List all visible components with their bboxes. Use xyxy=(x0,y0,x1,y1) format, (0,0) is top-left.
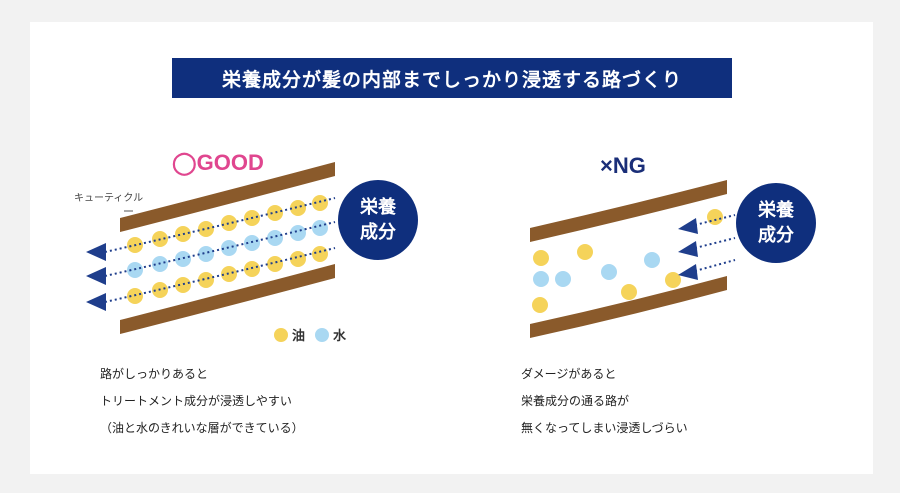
water-dot xyxy=(267,230,283,246)
cuticle-layer-top xyxy=(530,180,727,242)
good-desc-line: 路がしっかりあると xyxy=(100,367,209,381)
ng-hair-diagram: 栄養 成分 xyxy=(530,180,816,338)
page-title: 栄養成分が髪の内部までしっかり浸透する路づくり xyxy=(221,68,682,91)
oil-dot xyxy=(267,205,283,221)
badge-line2: 成分 xyxy=(758,224,794,246)
oil-dot-icon xyxy=(274,327,288,342)
cuticle-layer-bottom xyxy=(120,264,335,334)
oil-dot xyxy=(290,200,306,216)
oil-dot xyxy=(312,246,328,262)
good-desc-line: トリートメント成分が浸透しやすい xyxy=(100,394,292,408)
arrow-head-icon xyxy=(86,243,106,261)
ng-desc-line: 栄養成分の通る路が xyxy=(521,394,630,408)
oil-dot xyxy=(244,261,260,277)
water-dot xyxy=(175,251,191,267)
ng-desc-line: 無くなってしまい浸透しづらい xyxy=(521,421,688,435)
good-desc-line: （油と水のきれいな層ができている） xyxy=(100,421,304,435)
scattered-dots xyxy=(532,209,723,313)
legend-oil-label: 油 xyxy=(292,329,306,344)
ng-label: ×NG xyxy=(600,153,646,178)
blocked-arrows xyxy=(694,214,736,272)
water-dot xyxy=(244,235,260,251)
oil-dot xyxy=(290,251,306,267)
legend: 油 水 xyxy=(274,325,346,344)
oil-dot xyxy=(577,244,593,260)
arrow-head-icon xyxy=(86,293,106,311)
arrow-head-icon xyxy=(678,218,698,234)
water-dot xyxy=(312,220,328,236)
oil-dot xyxy=(621,284,637,300)
water-dot xyxy=(290,225,306,241)
badge-line1: 栄養 xyxy=(359,196,396,218)
oil-dot xyxy=(267,256,283,272)
water-dot xyxy=(644,252,660,268)
ng-desc-line: ダメージがあると xyxy=(521,367,617,381)
cuticle-layer-top xyxy=(120,162,335,232)
arrow-path xyxy=(694,214,736,226)
arrow-path xyxy=(694,259,736,272)
good-label: ◯GOOD xyxy=(172,150,264,175)
water-dot xyxy=(555,271,571,287)
legend-water-label: 水 xyxy=(333,329,347,344)
oil-dot xyxy=(198,221,214,237)
cuticle-label: キューティクル xyxy=(74,193,144,204)
oil-dot xyxy=(665,272,681,288)
nutrient-badge xyxy=(338,180,418,260)
water-dot xyxy=(601,264,617,280)
oil-dot xyxy=(221,215,237,231)
oil-dot xyxy=(533,250,549,266)
arrow-path xyxy=(104,197,336,253)
arrow-head-icon xyxy=(678,241,698,257)
oil-dot xyxy=(198,272,214,288)
arrow-head-icon xyxy=(86,267,106,285)
oil-dot xyxy=(707,209,723,225)
arrow-path xyxy=(104,247,336,303)
arrow-path xyxy=(104,221,336,277)
water-dot-icon xyxy=(315,327,330,342)
good-description: 路がしっかりあると トリートメント成分が浸透しやすい （油と水のきれいな層ができ… xyxy=(100,361,304,442)
water-dot xyxy=(198,246,214,262)
page-title-banner: 栄養成分が髪の内部までしっかり浸透する路づくり xyxy=(172,58,732,98)
oil-dot xyxy=(175,277,191,293)
cuticle-layer-bottom xyxy=(530,276,727,338)
nutrient-badge xyxy=(736,183,816,263)
oil-dot xyxy=(312,195,328,211)
badge-line2: 成分 xyxy=(360,221,396,243)
ng-description: ダメージがあると 栄養成分の通る路が 無くなってしまい浸透しづらい xyxy=(521,361,688,442)
oil-dot xyxy=(532,297,548,313)
oil-dot xyxy=(221,266,237,282)
penetration-arrows xyxy=(104,197,336,303)
water-dot xyxy=(533,271,549,287)
water-dot xyxy=(221,240,237,256)
good-hair-diagram: 栄養 成分 xyxy=(86,162,418,334)
badge-line1: 栄養 xyxy=(757,199,794,221)
arrow-path xyxy=(694,237,736,249)
arrow-head-icon xyxy=(678,264,698,280)
